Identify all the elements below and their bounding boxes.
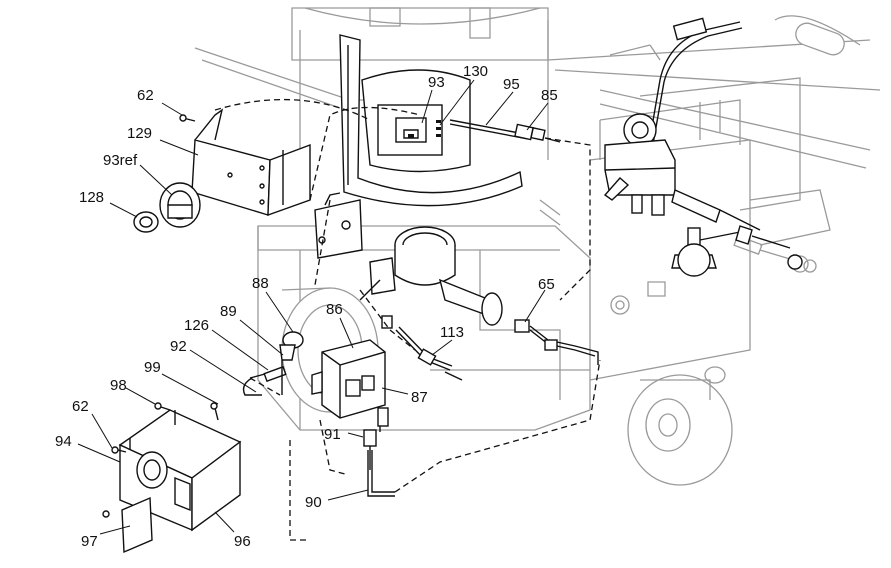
- bracket-129: [191, 108, 311, 217]
- screws-lower: [102, 402, 219, 518]
- callout-93: 93: [428, 74, 445, 91]
- screw-62-top: [179, 114, 196, 122]
- callout-85: 85: [541, 87, 558, 104]
- callout-99: 99: [144, 359, 161, 376]
- callout-62-bottom: 62: [72, 398, 89, 415]
- pipe-90: [367, 450, 395, 497]
- callout-113: 113: [440, 324, 464, 341]
- hose-and-manifold: [603, 17, 803, 277]
- callout-129: 129: [127, 125, 152, 142]
- callout-126: 126: [184, 317, 209, 334]
- callout-87: 87: [411, 389, 428, 406]
- gas-valve-86: [311, 339, 386, 419]
- callout-88: 88: [252, 275, 269, 292]
- knob-assembly: [133, 182, 201, 233]
- cover-plate-97: [121, 496, 153, 554]
- pilot-bracket: [314, 192, 363, 259]
- callout-128: 128: [79, 189, 104, 206]
- callout-94: 94: [55, 433, 72, 450]
- callout-130: 130: [463, 63, 488, 80]
- callout-90: 90: [305, 494, 322, 511]
- burner-assembly: [359, 226, 503, 329]
- inlet-fittings: [242, 331, 304, 396]
- callout-98: 98: [110, 377, 127, 394]
- callout-92: 92: [170, 338, 187, 355]
- callout-65: 65: [538, 276, 555, 293]
- leader-lines: [77, 79, 549, 535]
- callout-91: 91: [324, 426, 341, 443]
- callout-62-top: 62: [137, 87, 154, 104]
- callout-93ref: 93ref: [103, 152, 138, 169]
- ignition-control-module: [377, 104, 443, 156]
- wire-routing-dashed: [214, 98, 601, 541]
- callout-96: 96: [234, 533, 251, 550]
- heat-shield-panel: [339, 34, 523, 207]
- callout-labels: 62 129 93ref 128 93 130 95 85 88 89 86 1…: [55, 63, 558, 550]
- callout-95: 95: [503, 76, 520, 93]
- gas-tube-assembly: [395, 319, 599, 381]
- enclosure-96: [118, 409, 242, 532]
- callout-97: 97: [81, 533, 98, 550]
- valve-outlet-fittings: [363, 407, 389, 470]
- callout-86: 86: [326, 301, 343, 318]
- machine-frame-background: [194, 7, 881, 486]
- callout-89: 89: [220, 303, 237, 320]
